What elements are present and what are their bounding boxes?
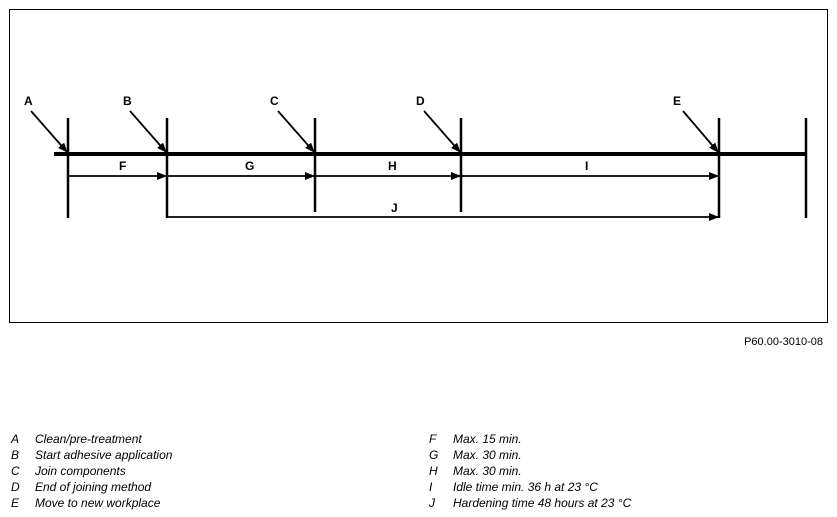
legend-item-e: E Move to new workplace (11, 495, 172, 511)
legend-text: Max. 30 min. (453, 464, 522, 478)
legend-text: Idle time min. 36 h at 23 °C (453, 480, 598, 494)
legend-key: D (11, 480, 20, 494)
legend-key: I (429, 480, 433, 494)
marker-label-d: D (416, 94, 425, 108)
marker-arrow-c (277, 110, 315, 153)
interval-label-j: J (391, 201, 398, 215)
interval-label-h: H (388, 159, 397, 173)
interval-label-g: G (245, 159, 254, 173)
legend-item-c: C Join components (11, 463, 172, 479)
marker-label-c: C (270, 94, 279, 108)
legend-item-b: B Start adhesive application (11, 447, 172, 463)
legend-text: Max. 30 min. (453, 448, 522, 462)
diagram-frame (9, 9, 828, 323)
legend-item-j: J Hardening time 48 hours at 23 °C (429, 495, 631, 511)
marker-arrow-a (30, 110, 68, 153)
marker-label-e: E (673, 94, 681, 108)
legend-key: A (11, 432, 20, 446)
legend-key: C (11, 464, 20, 478)
legend-key: E (11, 496, 20, 510)
legend-key: F (429, 432, 437, 446)
legend-item-a: A Clean/pre-treatment (11, 431, 172, 447)
legend-left: A Clean/pre-treatment B Start adhesive app… (11, 431, 172, 511)
legend-text: Move to new workplace (35, 496, 161, 510)
legend-item-d: D End of joining method (11, 479, 172, 495)
marker-arrow-e (682, 110, 719, 153)
interval-label-i: I (585, 159, 588, 173)
legend-text: Clean/pre-treatment (35, 432, 142, 446)
legend-text: End of joining method (35, 480, 152, 494)
marker-label-b: B (123, 94, 132, 108)
legend-key: H (429, 464, 438, 478)
timeline-diagram: A B C D E F G H I J (24, 94, 808, 221)
legend-text: Join components (35, 464, 126, 478)
legend-key: B (11, 448, 20, 462)
legend-item-i: I Idle time min. 36 h at 23 °C (429, 479, 631, 495)
legend-item-h: H Max. 30 min. (429, 463, 631, 479)
legend-item-f: F Max. 15 min. (429, 431, 631, 447)
marker-label-a: A (24, 94, 33, 108)
legend-key: J (429, 496, 435, 510)
figure-reference: P60.00-3010-08 (744, 336, 823, 348)
legend-text: Max. 15 min. (453, 432, 522, 446)
legend-right: F Max. 15 min. G Max. 30 min. H Max. 30 min… (429, 431, 631, 511)
legend-key: G (429, 448, 439, 462)
legend-text: Start adhesive application (35, 448, 173, 462)
legend-item-g: G Max. 30 min. (429, 447, 631, 463)
legend-text: Hardening time 48 hours at 23 °C (453, 496, 632, 510)
marker-arrow-b (129, 110, 167, 153)
interval-label-f: F (119, 159, 126, 173)
marker-arrow-d (423, 110, 461, 153)
